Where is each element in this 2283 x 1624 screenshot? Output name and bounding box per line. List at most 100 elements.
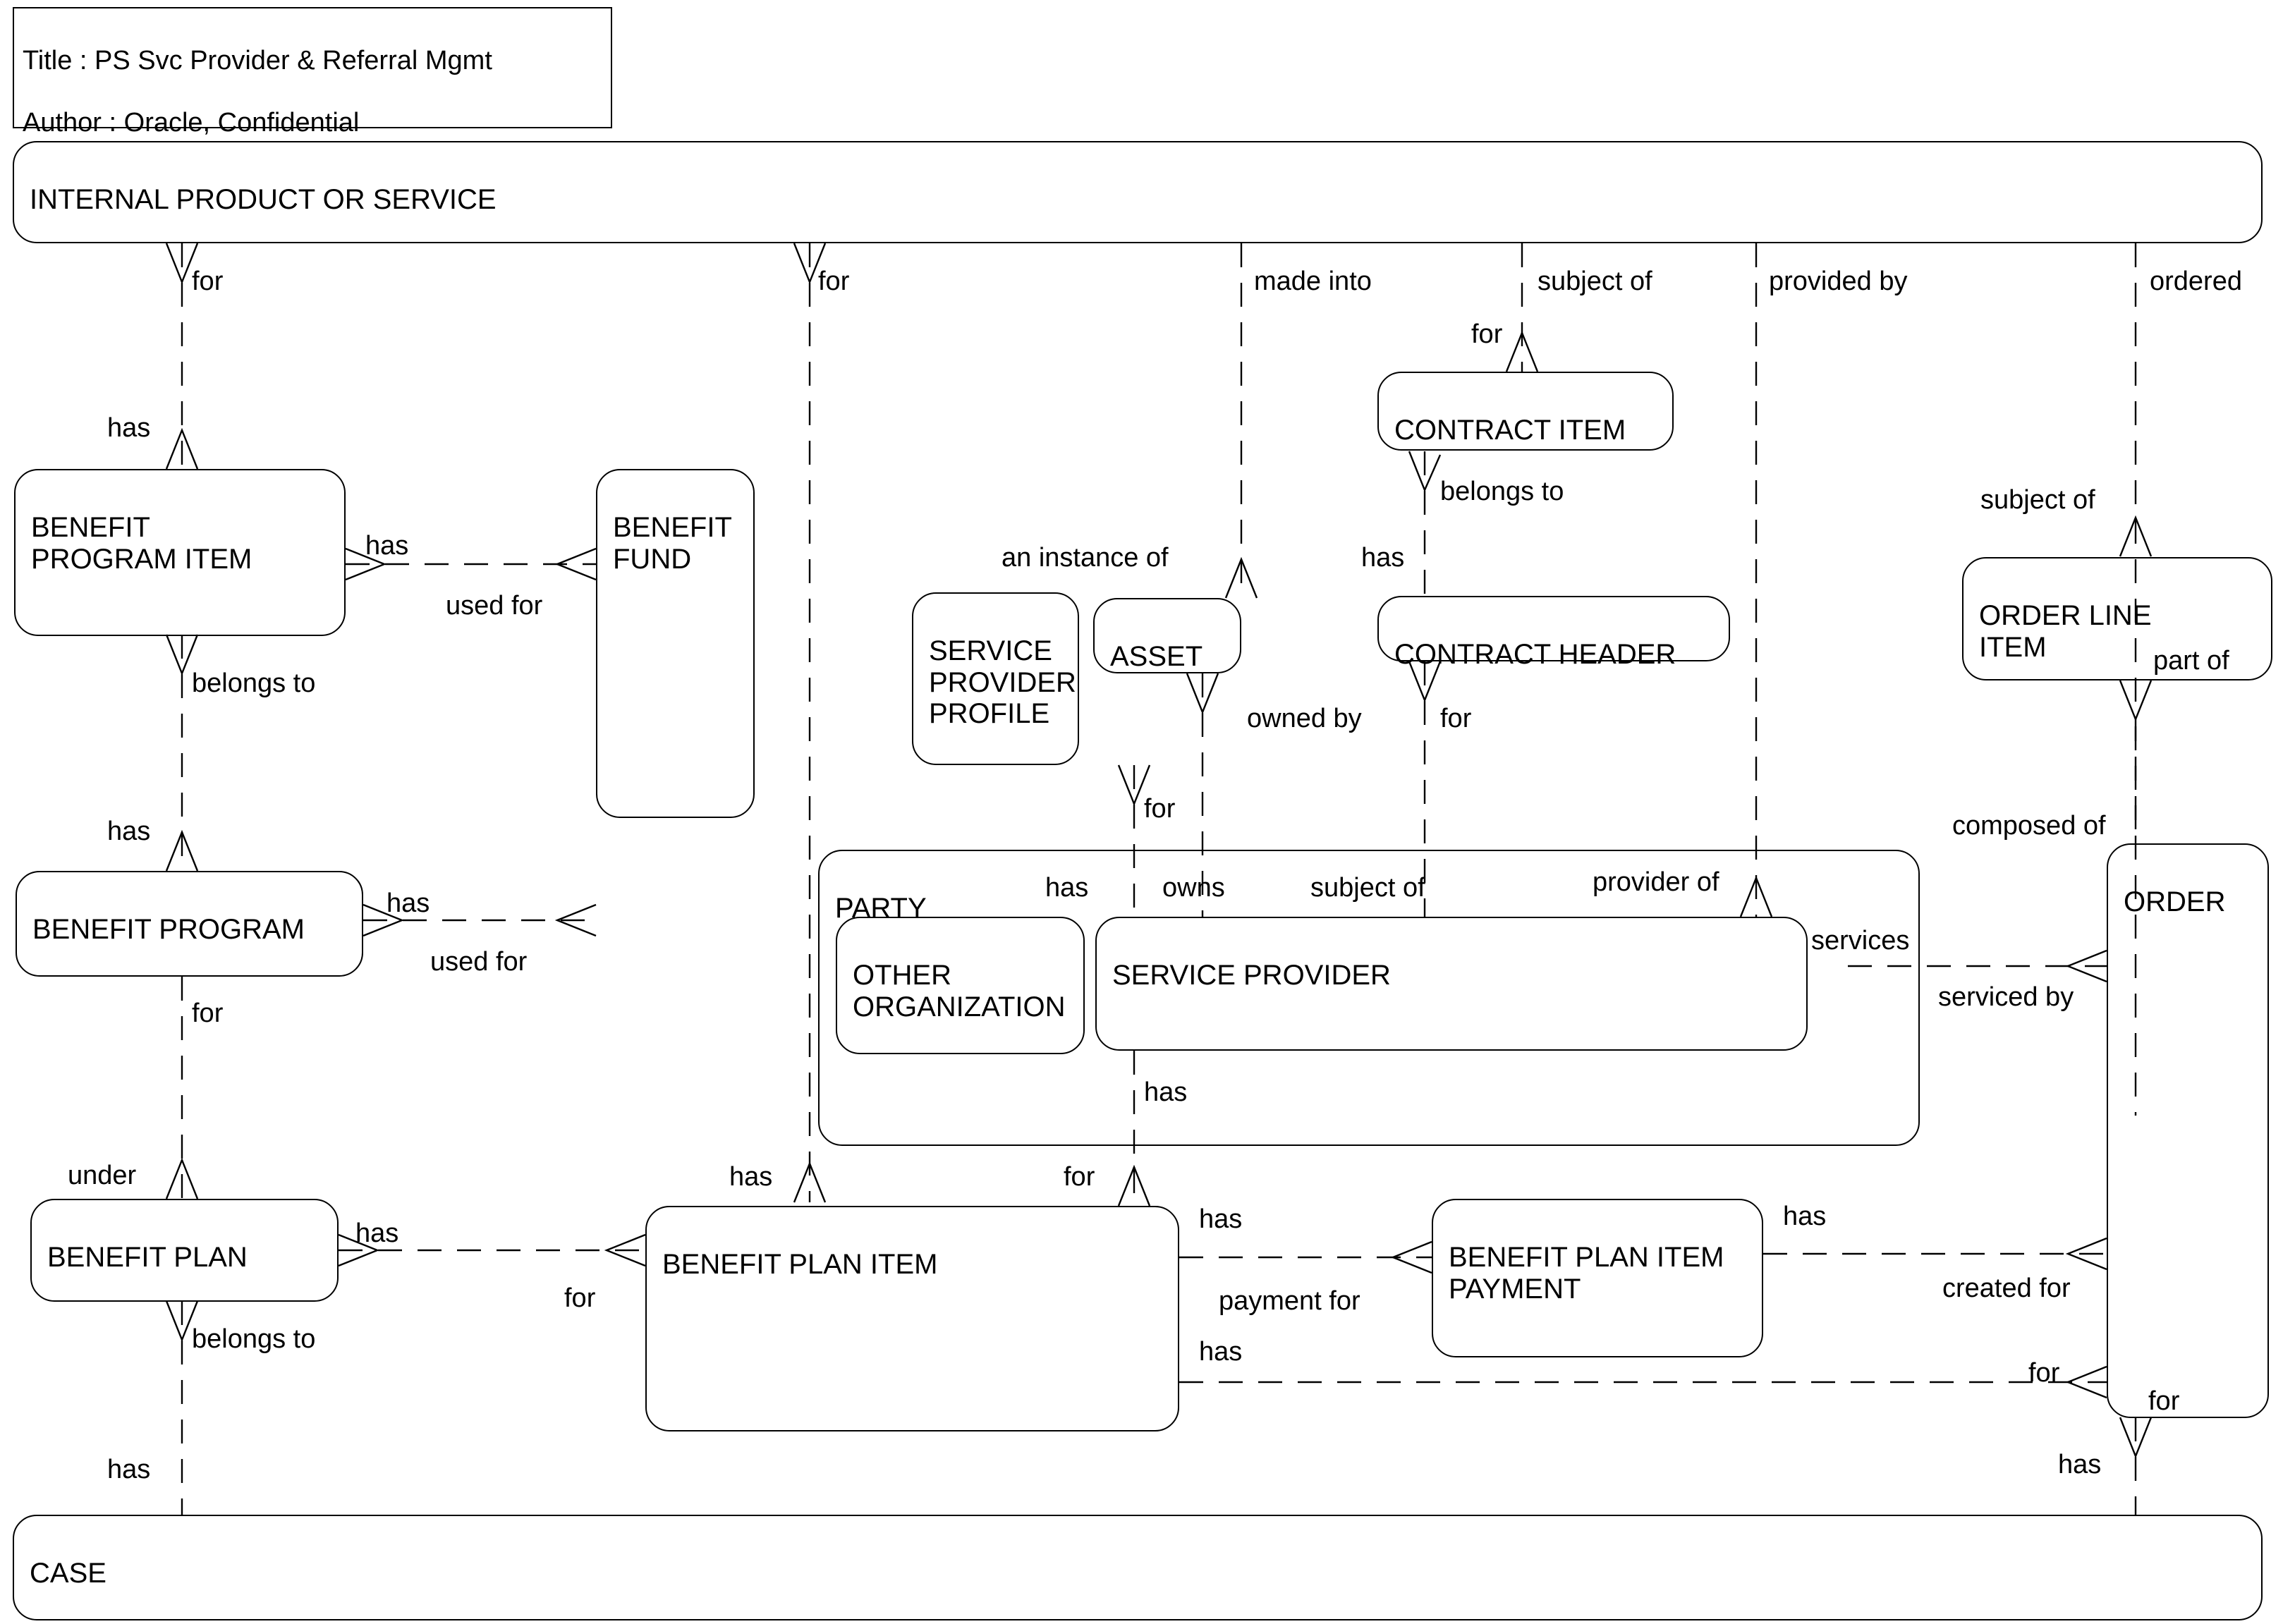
rel-label-composed-of: composed of (1952, 812, 2106, 839)
rel-text: provided by (1769, 267, 1908, 296)
entity-service-provider[interactable]: SERVICE PROVIDER (1095, 917, 1808, 1051)
rel-text: for (192, 267, 224, 296)
entity-order-line-item[interactable]: ORDER LINE ITEM (1962, 557, 2272, 680)
rel-label-for-contract-header: for (1440, 705, 1471, 732)
entity-label: BENEFIT PLAN ITEM (662, 1248, 938, 1280)
rel-text: has (107, 413, 151, 443)
rel-text: has (1783, 1202, 1827, 1231)
rel-label-ordered: ordered (2150, 268, 2242, 295)
rel-text: created for (1942, 1274, 2071, 1303)
rel-text: for (818, 267, 850, 296)
rel-label-for-benefit-plan-item: for (564, 1285, 595, 1312)
rel-label-has-bpitem-order: has (1199, 1338, 1242, 1365)
entity-benefit-plan-item[interactable]: BENEFIT PLAN ITEM (645, 1206, 1179, 1431)
entity-contract-item[interactable]: CONTRACT ITEM (1377, 372, 1674, 451)
rel-text: subject of (1310, 873, 1425, 903)
entity-label: INTERNAL PRODUCT OR SERVICE (30, 183, 497, 215)
rel-text: belongs to (1440, 477, 1564, 506)
rel-text: subject of (1538, 267, 1652, 296)
rel-text: has (107, 817, 151, 846)
entity-asset[interactable]: ASSET (1093, 598, 1241, 673)
author-line: Author : Oracle, Confidential (23, 108, 360, 138)
entity-benefit-fund[interactable]: BENEFIT FUND (596, 469, 755, 818)
rel-text: for (564, 1283, 596, 1313)
rel-label-for-contract-item: for (1471, 321, 1502, 348)
rel-label-part-of: part of (2153, 647, 2229, 674)
rel-text: has (729, 1162, 773, 1192)
rel-text: has (1361, 543, 1405, 573)
rel-label-created-for: created for (1942, 1275, 2071, 1302)
title-line: Title : PS Svc Provider & Referral Mgmt (23, 46, 492, 76)
rel-label-used-for-bpi-fund: used for (446, 592, 542, 619)
rel-text: for (1144, 794, 1176, 824)
rel-text: belongs to (192, 1324, 316, 1354)
rel-text: has (365, 531, 409, 561)
rel-label-for-order-case: for (2148, 1388, 2179, 1415)
rel-label-has-bpitem-top: has (729, 1164, 772, 1190)
rel-text: an instance of (1002, 543, 1169, 573)
title-block: Title : PS Svc Provider & Referral Mgmt … (13, 7, 612, 138)
entity-label: SERVICE PROVIDER PROFILE (929, 635, 1076, 730)
rel-text: made into (1254, 267, 1372, 296)
rel-text: has (107, 1455, 151, 1484)
entity-label: BENEFIT PROGRAM ITEM (31, 511, 252, 575)
rel-text: has (1199, 1337, 1243, 1367)
rel-text: has (1199, 1204, 1243, 1234)
entity-label: OTHER ORGANIZATION (853, 959, 1066, 1022)
rel-label-for-bpitem-top: for (1064, 1164, 1095, 1190)
entity-order[interactable]: ORDER (2107, 843, 2269, 1418)
rel-label-has-benefit-plan-item: has (355, 1220, 398, 1247)
rel-label-made-into: made into (1254, 268, 1372, 295)
rel-label-subject-of-contract-item: subject of (1538, 268, 1652, 295)
rel-text: has (2058, 1450, 2102, 1479)
entity-benefit-plan[interactable]: BENEFIT PLAN (30, 1199, 339, 1302)
rel-label-under: under (68, 1162, 136, 1189)
rel-label-has-bp-fund: has (386, 890, 430, 917)
rel-text: used for (446, 591, 543, 621)
rel-label-for-service-provider-profile: for (1144, 795, 1175, 822)
entity-label: BENEFIT PLAN (47, 1241, 248, 1273)
rel-label-an-instance-of: an instance of (1002, 544, 1169, 571)
entity-benefit-plan-item-payment[interactable]: BENEFIT PLAN ITEM PAYMENT (1432, 1199, 1763, 1357)
rel-text: used for (430, 947, 528, 977)
rel-label-has-benefit-plan-item-payment: has (1199, 1206, 1242, 1233)
entity-case[interactable]: CASE (13, 1515, 2263, 1620)
entity-label: ORDER LINE ITEM (1979, 599, 2152, 663)
entity-label: CASE (30, 1557, 106, 1589)
rel-text: for (1440, 704, 1472, 733)
entity-label: CONTRACT HEADER (1394, 638, 1676, 670)
entity-label: ASSET (1110, 640, 1203, 672)
rel-label-provider-of: provider of (1593, 869, 1719, 896)
rel-label-provided-by: provided by (1769, 268, 1907, 295)
rel-label-has-benefit-program: has (107, 818, 150, 845)
rel-text: part of (2153, 646, 2229, 676)
entity-service-provider-profile[interactable]: SERVICE PROVIDER PROFILE (912, 592, 1079, 765)
rel-text: for (192, 999, 224, 1028)
rel-text: under (68, 1161, 137, 1190)
entity-benefit-program[interactable]: BENEFIT PROGRAM (16, 871, 363, 977)
rel-label-for-benefit-program-plan: for (192, 1000, 223, 1027)
rel-label-used-for-bp-fund: used for (430, 948, 527, 975)
rel-label-for-order-lower: for (2028, 1360, 2059, 1386)
rel-label-owns: owns (1162, 874, 1225, 901)
rel-text: payment for (1219, 1286, 1360, 1316)
rel-label-has-service-provider-below: has (1144, 1079, 1187, 1106)
rel-text: has (355, 1219, 399, 1248)
rel-label-has-contract-header: has (1361, 544, 1404, 571)
rel-label-for-ips-benefit-program-item: for (192, 268, 223, 295)
entity-other-organization[interactable]: OTHER ORGANIZATION (836, 917, 1085, 1054)
rel-label-subject-of-order-line-item: subject of (1980, 487, 2095, 513)
entity-benefit-program-item[interactable]: BENEFIT PROGRAM ITEM (14, 469, 346, 636)
rel-text: has (1045, 873, 1089, 903)
rel-label-serviced-by: serviced by (1938, 984, 2074, 1011)
rel-text: for (2028, 1358, 2060, 1388)
rel-text: belongs to (192, 668, 316, 698)
rel-text: ordered (2150, 267, 2242, 296)
rel-label-for-ips-benefit-plan-item: for (818, 268, 849, 295)
entity-internal-product-or-service[interactable]: INTERNAL PRODUCT OR SERVICE (13, 141, 2263, 243)
rel-text: for (1471, 319, 1503, 349)
entity-label: ORDER (2124, 886, 2226, 917)
entity-contract-header[interactable]: CONTRACT HEADER (1377, 596, 1730, 670)
rel-label-belongs-to-benefit-plan: belongs to (192, 1326, 315, 1353)
